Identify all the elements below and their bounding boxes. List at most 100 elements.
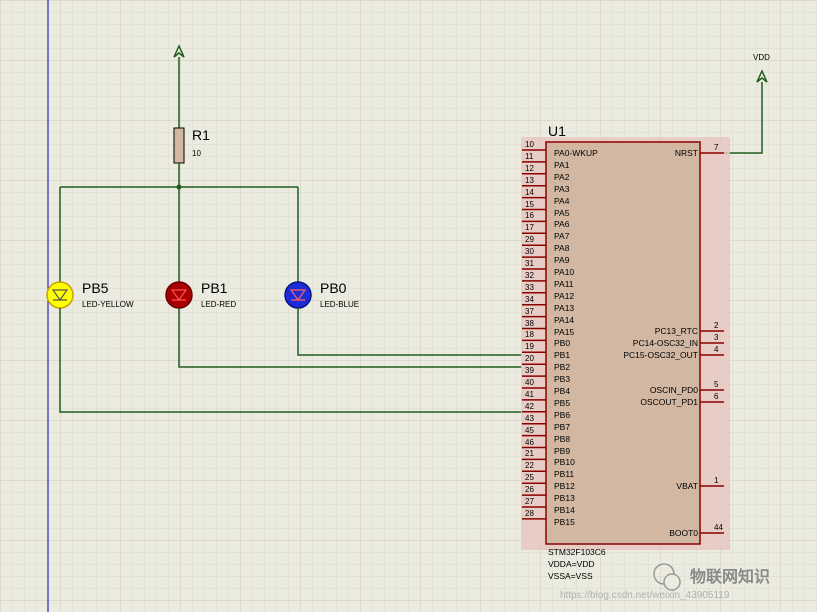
- chip-pin-number: 43: [525, 413, 534, 423]
- vdd-terminal[interactable]: [723, 69, 768, 154]
- wire-pb1[interactable]: [178, 308, 522, 368]
- chip-pin-number: 28: [525, 508, 534, 518]
- wire-pb0[interactable]: [297, 308, 522, 356]
- chip-pin-number: 34: [525, 294, 534, 304]
- chip-pin-name: PB9: [554, 445, 571, 456]
- chip-pin-name: PC13_RTC: [654, 326, 698, 336]
- chip-pin-number: 13: [525, 175, 534, 185]
- chip-pin-number: 40: [525, 378, 534, 387]
- chip-pin-number: 16: [525, 211, 534, 221]
- wire-pb5[interactable]: [59, 308, 522, 413]
- led-red[interactable]: [165, 281, 193, 309]
- chip-pin-name: PA9: [554, 255, 570, 266]
- chip-pin-name: PB3: [554, 374, 571, 385]
- chip-pin-number: 14: [525, 187, 534, 197]
- power-arrow-icon: [756, 69, 768, 83]
- watermark-url: https://blog.csdn.net/weixin_43905119: [560, 590, 730, 601]
- resistor-r1[interactable]: [173, 127, 185, 187]
- chip-pin-name: BOOT0: [669, 528, 698, 538]
- chip-part-label: STM32F103C6: [548, 547, 606, 557]
- resistor-icon: [173, 127, 185, 164]
- chip-pin-number: 33: [525, 282, 534, 292]
- chip-pin-number: 1: [714, 476, 719, 485]
- chip-pin-number: 46: [525, 437, 534, 447]
- chip-pin-name: PB7: [554, 421, 571, 432]
- chip-body: [545, 141, 701, 545]
- chip-pin-number: 10: [525, 140, 534, 149]
- mcu-u1[interactable]: [521, 137, 730, 550]
- watermark-logo-icon: [653, 563, 681, 591]
- led-yellow-icon: [46, 281, 74, 309]
- chip-pin-name: PB8: [554, 433, 571, 444]
- chip-pin-name: PA0-WKUP: [554, 148, 598, 158]
- chip-left-pins: [522, 149, 546, 520]
- chip-pin-name: PA7: [554, 231, 570, 242]
- chip-pin-number: 31: [525, 259, 534, 268]
- resistor-ref-label: R1: [192, 127, 210, 143]
- vdd-label: VDD: [753, 53, 770, 62]
- chip-pin-name: PA2: [554, 171, 570, 182]
- chip-pin-number: 32: [525, 270, 534, 280]
- chip-pin-number: 30: [525, 247, 534, 257]
- chip-pin-number: 37: [525, 306, 534, 316]
- chip-pin-number: 38: [525, 318, 534, 328]
- chip-pin-name: OSCIN_PD0: [649, 385, 698, 395]
- chip-pin-number: 11: [525, 151, 534, 161]
- led-common-wire[interactable]: [59, 184, 299, 283]
- chip-pin-number: 6: [714, 392, 719, 401]
- chip-pin-name: PB4: [554, 386, 571, 396]
- chip-pin-number: 4: [714, 345, 719, 354]
- chip-pin-name: PB0: [554, 338, 571, 349]
- led-blue[interactable]: [284, 281, 312, 309]
- power-terminal[interactable]: [173, 44, 185, 128]
- chip-pin-name: PB5: [554, 397, 571, 408]
- led-red-value-label: LED-RED: [201, 300, 237, 309]
- chip-pin-number: 5: [714, 380, 719, 389]
- chip-pin-name: OSCOUT_PD1: [640, 397, 698, 407]
- chip-pin-number: 45: [525, 425, 534, 435]
- chip-pin-number: 42: [525, 401, 534, 411]
- junction-dot: [176, 184, 182, 190]
- led-blue-value-label: LED-BLUE: [320, 300, 360, 309]
- chip-pin-number: 26: [525, 485, 534, 495]
- chip-pin-number: 17: [525, 223, 534, 233]
- chip-pin-name: PA15: [554, 326, 575, 337]
- resistor-value-label: 10: [192, 149, 201, 158]
- chip-pin-name: PA14: [554, 314, 575, 325]
- chip-pin-name: VBAT: [676, 481, 698, 491]
- power-arrow-icon: [173, 44, 185, 58]
- chip-pin-name: PA1: [554, 159, 570, 170]
- chip-pin-name: PC14-OSC32_IN: [632, 338, 698, 348]
- led-red-ref-label: PB1: [201, 280, 228, 296]
- chip-pin-number: 44: [714, 523, 723, 532]
- chip-pin-number: 29: [525, 235, 534, 245]
- chip-pin-number: 22: [525, 461, 534, 471]
- chip-pin-name: PB12: [554, 481, 575, 492]
- chip-pin-name: PA12: [554, 290, 575, 301]
- led-yellow[interactable]: [46, 281, 74, 309]
- chip-pin-number: 15: [525, 199, 534, 209]
- chip-pin-name: PB1: [554, 350, 571, 361]
- chip-right-pins: [700, 152, 724, 534]
- chip-pin-name: PC15-OSC32_OUT: [623, 350, 698, 360]
- chip-pin-name: PB13: [554, 493, 575, 504]
- chip-pin-number: 2: [714, 321, 719, 330]
- chip-pin-number: 20: [525, 354, 534, 364]
- chip-pin-name: PA6: [554, 219, 570, 230]
- chip-pin-name: PA11: [554, 278, 574, 289]
- led-blue-ref-label: PB0: [320, 280, 347, 296]
- chip-pin-name: PA13: [554, 302, 575, 313]
- chip-pin-name: PB2: [554, 362, 571, 373]
- chip-pin-number: 7: [714, 143, 719, 152]
- chip-pin-name: PA5: [554, 207, 570, 218]
- led-red-icon: [165, 281, 193, 309]
- chip-pin-name: PB15: [554, 516, 575, 527]
- chip-pin-name: PA10: [554, 267, 575, 277]
- chip-pin-name: PB11: [554, 469, 575, 480]
- chip-pin-number: 18: [525, 330, 534, 340]
- chip-pin-number: 27: [525, 497, 534, 506]
- chip-pin-name: PB14: [554, 505, 575, 515]
- chip-pin-number: 19: [525, 342, 534, 352]
- chip-pin-name: PA4: [554, 195, 570, 206]
